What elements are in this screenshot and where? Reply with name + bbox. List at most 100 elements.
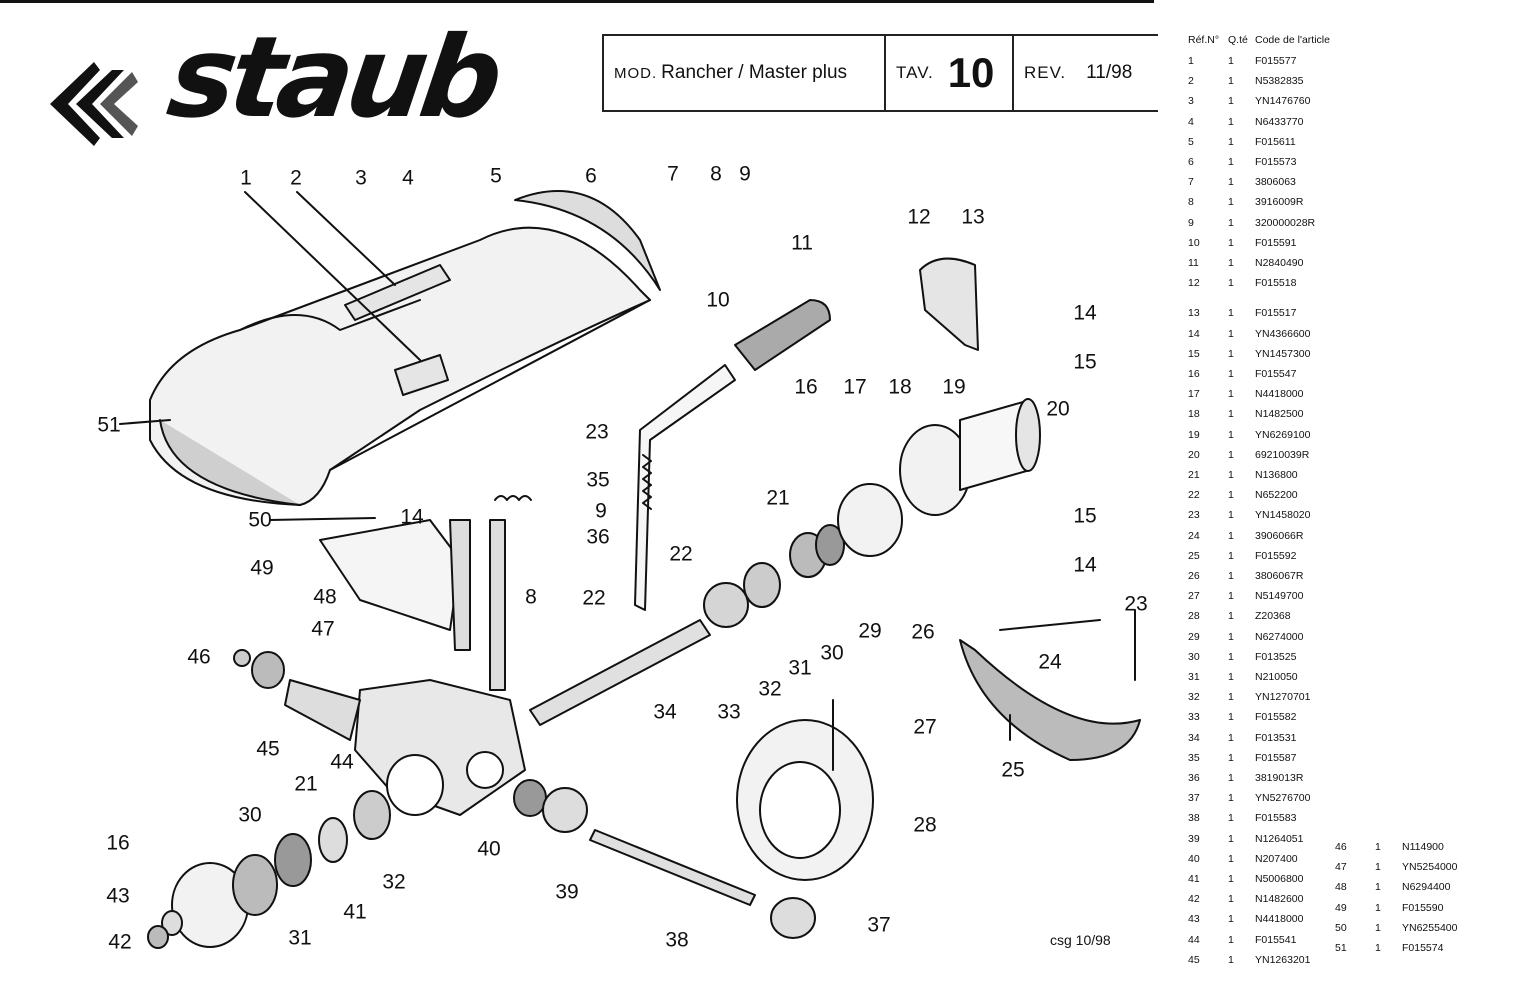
cell-qty: 1	[1228, 650, 1234, 663]
callout: 26	[911, 620, 935, 644]
cell-code: N5006800	[1255, 873, 1304, 885]
cell-ref: 47	[1335, 861, 1347, 874]
main-shaft	[529, 619, 711, 726]
cell-qty: 1	[1228, 75, 1234, 88]
cell-qty: 1	[1228, 176, 1234, 189]
callout: 32	[758, 677, 782, 701]
model-prefix: MOD.	[614, 64, 658, 82]
cell-code: YN6269100	[1255, 428, 1311, 441]
cell-qty: 1	[1228, 509, 1234, 522]
cell-code: N210050	[1255, 671, 1298, 683]
cell-code: N652200	[1255, 489, 1298, 502]
cell-code: N5149700	[1255, 590, 1304, 603]
cell-ref: 29	[1188, 630, 1200, 643]
cell-ref: 37	[1188, 792, 1200, 805]
cell-ref: 19	[1188, 428, 1200, 441]
cell-ref: 27	[1188, 590, 1200, 603]
hood-rear-flap	[514, 190, 661, 291]
rev-value: 11/98	[1086, 62, 1133, 83]
cell-ref: 10	[1188, 236, 1200, 249]
cell-qty: 1	[1228, 832, 1234, 845]
cell-ref: 28	[1188, 610, 1200, 623]
callout: 23	[1124, 592, 1148, 616]
callout: 17	[843, 375, 867, 399]
tav-cell: TAV. 10	[886, 36, 1014, 110]
callout: 13	[961, 205, 985, 229]
cell-qty: 1	[1228, 216, 1234, 229]
callout: 6	[585, 164, 597, 188]
callout: 34	[653, 700, 677, 724]
callout: 12	[907, 205, 931, 229]
cell-code: N4418000	[1255, 388, 1304, 401]
cell-ref: 40	[1188, 852, 1200, 865]
cell-code: F015577	[1255, 55, 1297, 67]
cell-code: F013525	[1255, 650, 1297, 663]
callout: 16	[794, 375, 818, 399]
cell-code: F015592	[1255, 549, 1297, 562]
callout: 43	[106, 884, 130, 908]
cell-code: YN5276700	[1255, 792, 1311, 805]
callout: 5	[490, 164, 502, 188]
cell-ref: 51	[1335, 942, 1347, 954]
cell-qty: 1	[1228, 489, 1234, 502]
callout: 9	[739, 162, 751, 186]
cell-ref: 20	[1188, 448, 1200, 461]
callout: 37	[867, 913, 891, 937]
callout: 8	[710, 162, 722, 186]
cell-code: N114900	[1402, 841, 1444, 853]
cell-code: F015518	[1255, 277, 1297, 290]
cell-qty: 1	[1228, 135, 1234, 148]
cell-qty: 1	[1228, 893, 1234, 906]
cell-code: YN4366600	[1255, 327, 1311, 340]
lower-shaft	[589, 829, 756, 906]
cell-qty: 1	[1228, 852, 1234, 865]
cell-qty: 1	[1228, 368, 1234, 380]
cell-ref: 44	[1188, 933, 1200, 946]
callout: 47	[311, 617, 335, 641]
cell-ref: 4	[1188, 115, 1194, 128]
cell-code: YN1458020	[1255, 509, 1311, 522]
cell-ref: 24	[1188, 529, 1200, 542]
cell-code: F015591	[1255, 236, 1297, 249]
callout: 16	[106, 831, 130, 855]
cell-code: N6274000	[1255, 630, 1304, 643]
callout: 32	[382, 870, 406, 894]
cell-qty: 1	[1228, 610, 1234, 623]
callout: 2	[290, 166, 302, 190]
cell-code: YN5254000	[1402, 861, 1458, 874]
callout: 20	[1046, 397, 1070, 421]
staub-logo: staub	[40, 13, 505, 146]
handle-grip	[734, 299, 831, 371]
cell-qty: 1	[1228, 529, 1234, 542]
cell-qty: 1	[1375, 841, 1381, 853]
cell-ref: 2	[1188, 75, 1194, 88]
cell-code: N5382835	[1255, 75, 1304, 88]
callout: 39	[555, 880, 579, 904]
cell-qty: 1	[1228, 772, 1234, 784]
cell-qty: 1	[1228, 115, 1234, 128]
cell-ref: 1	[1188, 55, 1194, 67]
callout: 22	[582, 586, 606, 610]
cell-code: 3819013R	[1255, 772, 1304, 784]
cell-code: 3906066R	[1255, 529, 1304, 542]
header-ref: Réf.N°	[1188, 34, 1220, 46]
cell-code: N4418000	[1255, 913, 1304, 926]
callout: 15	[1073, 504, 1097, 528]
callout: 42	[108, 930, 132, 954]
cell-ref: 30	[1188, 650, 1200, 663]
cell-ref: 9	[1188, 216, 1194, 229]
callout: 18	[888, 375, 912, 399]
cell-ref: 38	[1188, 812, 1200, 825]
cell-code: F015587	[1255, 751, 1297, 764]
cell-qty: 1	[1228, 812, 1234, 825]
callout: 24	[1038, 650, 1062, 674]
callout: 38	[665, 928, 689, 952]
cell-ref: 5	[1188, 135, 1194, 148]
drawing-code: csg 10/98	[1050, 932, 1111, 948]
cell-ref: 46	[1335, 841, 1347, 853]
cell-ref: 31	[1188, 671, 1200, 683]
callout: 41	[343, 900, 367, 924]
cell-ref: 36	[1188, 772, 1200, 784]
callout: 29	[858, 619, 882, 643]
cell-code: F015517	[1255, 307, 1297, 320]
